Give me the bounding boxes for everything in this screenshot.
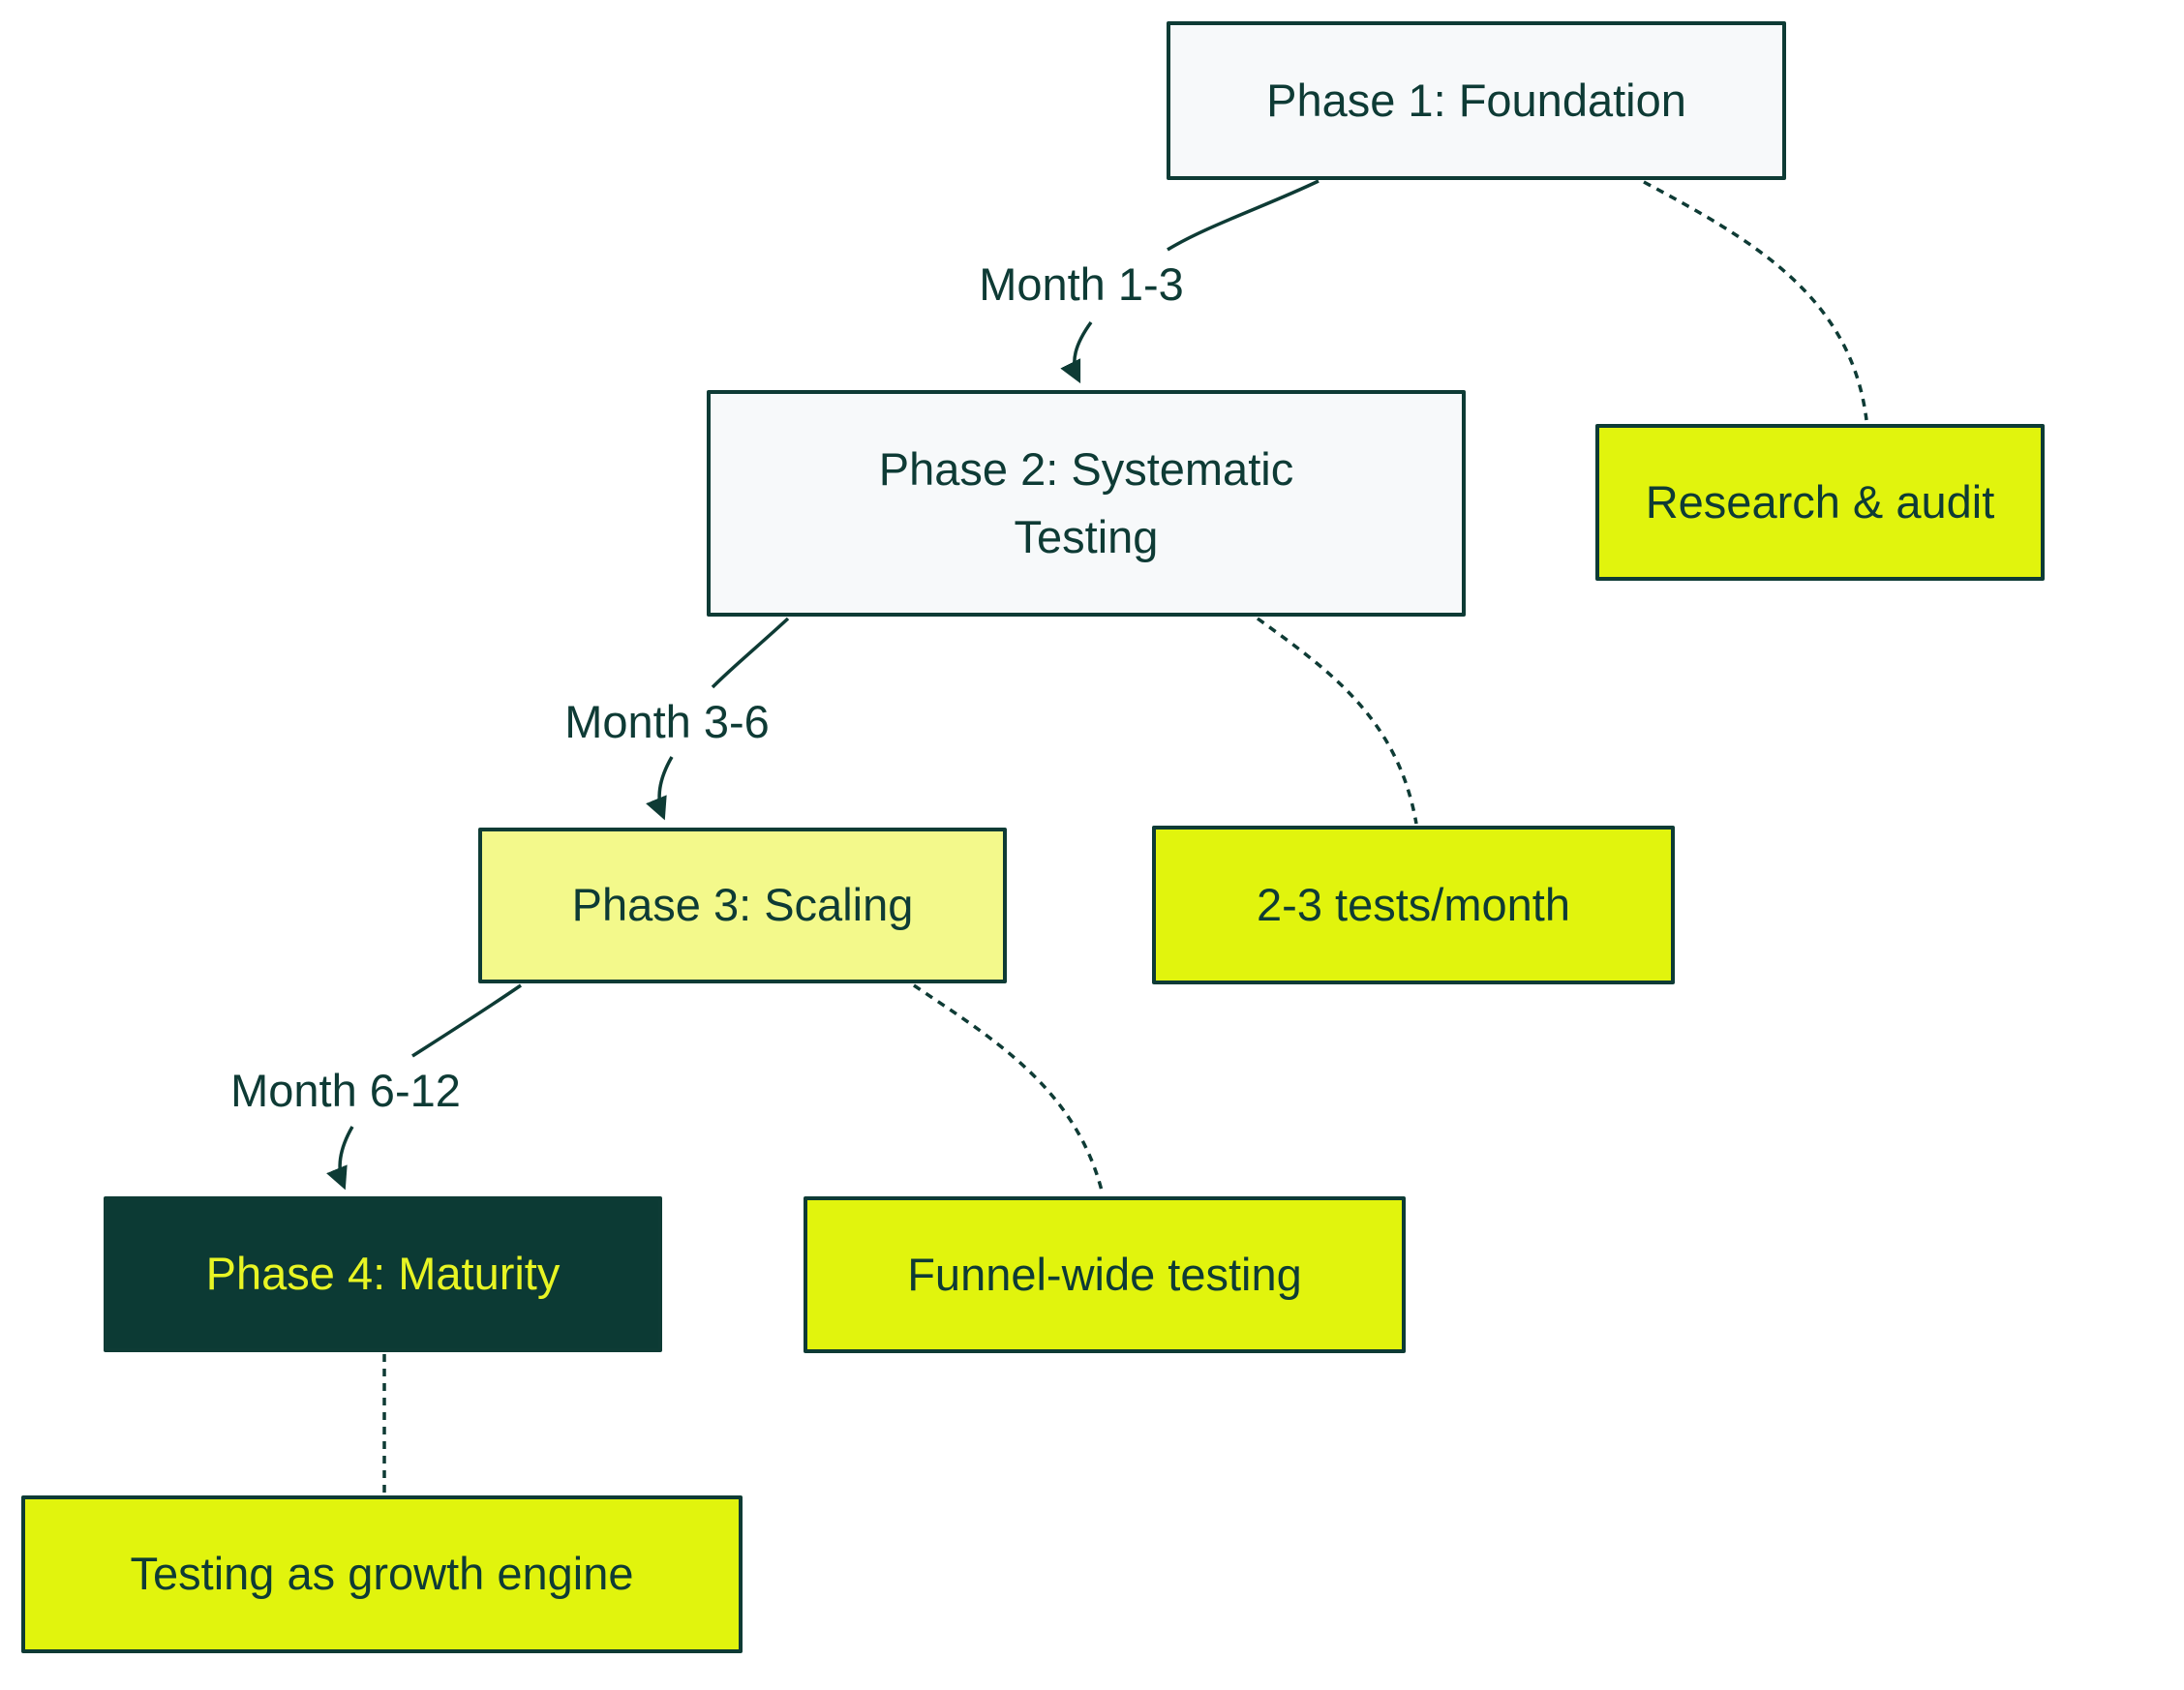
edge-phase1-to-research-dotted xyxy=(1643,180,1868,421)
node-tests-per-month-label: 2-3 tests/month xyxy=(1257,878,1570,930)
node-growth-engine-label: Testing as growth engine xyxy=(130,1548,634,1600)
node-phase4-label: Phase 4: Maturity xyxy=(205,1248,561,1300)
node-phase1: Phase 1: Foundation xyxy=(1167,21,1786,180)
node-growth-engine: Testing as growth engine xyxy=(21,1495,743,1653)
node-phase3-label: Phase 3: Scaling xyxy=(571,879,914,931)
edge-phase1-to-label-month1-3 xyxy=(1167,179,1320,252)
node-research-audit: Research & audit xyxy=(1595,424,2045,581)
edge-phase3-to-funnel-dotted xyxy=(913,983,1105,1195)
node-funnel-testing-label: Funnel-wide testing xyxy=(907,1248,1302,1300)
edge-phase3-to-label-month6-12 xyxy=(411,983,522,1058)
edge-phase2-to-tests-dotted xyxy=(1256,617,1418,825)
edge-arrow-into-phase2 xyxy=(1060,320,1093,384)
node-tests-per-month: 2-3 tests/month xyxy=(1152,826,1675,984)
edge-label-month-1-3: Month 1-3 xyxy=(979,258,1184,310)
node-phase2-label: Phase 2: Systematic Testing xyxy=(878,442,1294,563)
node-phase3: Phase 3: Scaling xyxy=(478,828,1007,983)
edge-arrow-into-phase4 xyxy=(326,1126,354,1191)
node-funnel-testing: Funnel-wide testing xyxy=(804,1196,1406,1353)
edge-arrow-into-phase3 xyxy=(646,756,674,821)
node-research-audit-label: Research & audit xyxy=(1645,475,1995,528)
edge-label-month-6-12: Month 6-12 xyxy=(230,1065,461,1116)
edge-label-month-3-6: Month 3-6 xyxy=(564,696,770,747)
node-phase2: Phase 2: Systematic Testing xyxy=(707,390,1466,617)
node-phase1-label: Phase 1: Foundation xyxy=(1266,74,1686,126)
node-phase4: Phase 4: Maturity xyxy=(104,1196,662,1352)
edge-phase2-to-label-month3-6 xyxy=(711,617,790,689)
